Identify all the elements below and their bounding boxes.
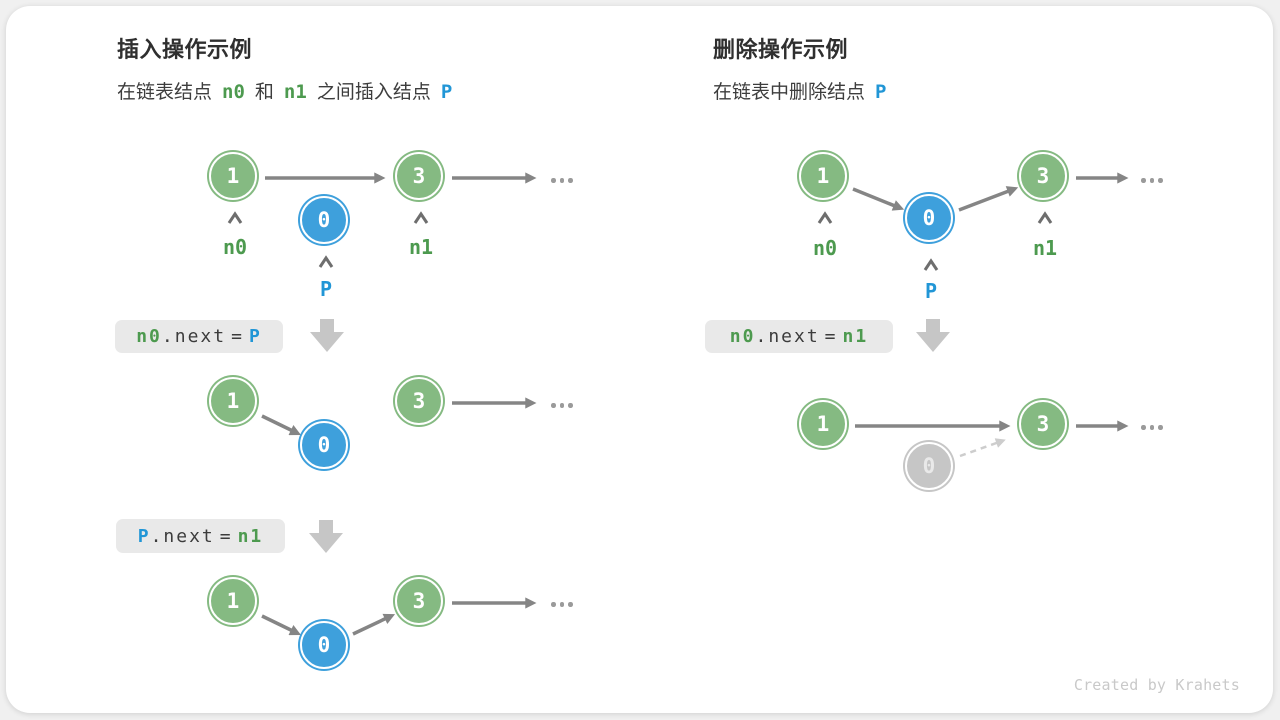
ellipsis-icon [551,178,573,183]
subtitle-text: 在链表结点 [117,82,213,103]
list-node-1: 1 [799,152,847,200]
list-node-P: 0 [300,421,348,469]
diagram-card [6,6,1273,713]
code-statement-n0-next-P: n0.next=P [115,320,283,353]
code-token: n1 [842,326,869,347]
code-token: = [219,525,233,547]
inline-code-n1: n1 [283,81,307,103]
inline-code-n0: n0 [222,81,245,103]
right-section-title: 删除操作示例 [713,37,849,62]
credit-text: Created by Krahets [1073,676,1240,694]
ellipsis-icon [551,403,573,408]
pointer-label-n0: n0 [812,236,838,260]
code-token: n0 [136,326,162,347]
subtitle-text: 之间插入结点 [316,82,431,103]
pointer-label-n1: n1 [408,235,434,259]
code-statement-P-next-n1: P.next=n1 [116,519,285,553]
list-node-P-removed: 0 [905,442,953,490]
left-section-subtitle: 在链表结点 n0 和 n1 之间插入结点 P [117,80,462,105]
list-node-1: 1 [209,152,257,200]
pointer-label-n1: n1 [1032,236,1058,260]
list-node-P: 0 [300,196,348,244]
ellipsis-icon [1141,425,1163,430]
list-node-3: 3 [395,152,443,200]
code-token: n1 [237,525,264,547]
code-statement-n0-next-n1: n0.next=n1 [705,320,893,353]
list-node-P: 0 [300,621,348,669]
pointer-label-P: P [924,279,938,303]
list-node-1: 1 [799,400,847,448]
list-node-3: 3 [395,577,443,625]
list-node-3: 3 [1019,400,1067,448]
code-token: .next [150,525,215,547]
code-token: = [231,326,244,347]
subtitle-text: 在链表中删除结点 [713,82,866,103]
right-section-subtitle: 在链表中删除结点 P [713,80,896,105]
ellipsis-icon [1141,178,1163,183]
inline-code-P: P [440,81,453,103]
code-token: P [248,326,262,347]
list-node-P: 0 [905,194,953,242]
pointer-label-P: P [319,277,333,301]
pointer-label-n0: n0 [222,235,248,259]
left-section-title: 插入操作示例 [117,37,253,62]
code-token: P [137,525,151,547]
list-node-1: 1 [209,377,257,425]
code-token: .next [161,326,227,347]
subtitle-text: 和 [254,82,274,103]
code-token: .next [755,326,820,347]
ellipsis-icon [551,602,573,607]
list-node-3: 3 [1019,152,1067,200]
inline-code-P: P [875,81,887,103]
list-node-1: 1 [209,577,257,625]
list-node-3: 3 [395,377,443,425]
code-token: n0 [729,326,756,347]
code-token: = [824,326,838,347]
